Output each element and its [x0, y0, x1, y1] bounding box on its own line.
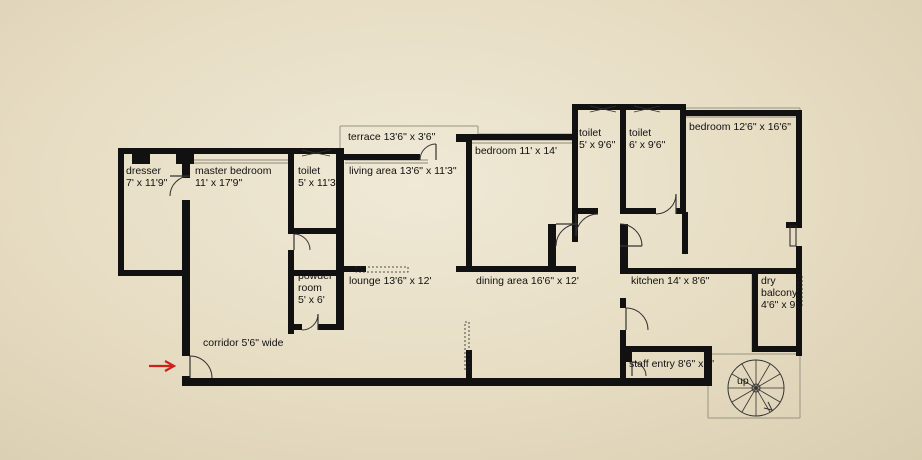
label-toilet-3: toilet [629, 127, 651, 139]
walls [118, 104, 802, 386]
label-dry-balcony-size: 4'6" x 9' [761, 299, 797, 311]
label-stair-up: up [737, 375, 749, 387]
label-toilet-2: toilet [579, 127, 601, 139]
label-dry-balcony: dry [761, 275, 776, 287]
label-living-area: living area 13'6" x 11'3" [349, 165, 457, 177]
label-dresser-size: 7' x 11'9" [126, 177, 168, 189]
label-master-bedroom: master bedroom [195, 165, 272, 177]
label-terrace: terrace 13'6" x 3'6" [348, 131, 436, 143]
label-kitchen: kitchen 14' x 8'6" [631, 275, 710, 287]
label-powder-room-2: room [298, 282, 322, 294]
label-corridor: corridor 5'6" wide [203, 337, 284, 349]
label-bedroom-3: bedroom 12'6" x 16'6" [689, 121, 791, 133]
spiral-staircase-icon [727, 359, 785, 417]
label-powder-room-size: 5' x 6' [298, 294, 325, 306]
label-lounge: lounge 13'6" x 12' [349, 275, 431, 287]
hatch-marks [301, 105, 803, 371]
label-dresser: dresser [126, 165, 162, 177]
entry-arrow-icon [149, 360, 177, 372]
label-toilet-1: toilet [298, 165, 320, 177]
label-dry-balcony-2: balcony [761, 287, 798, 299]
doors [169, 143, 677, 379]
label-powder-room: powder [298, 270, 333, 282]
label-toilet-1-size: 5' x 11'3" [298, 177, 340, 189]
label-bedroom-2: bedroom 11' x 14' [475, 145, 557, 157]
label-toilet-2-size: 5' x 9'6" [579, 139, 616, 151]
label-staff-entry: staff entry 8'6" x 3' [629, 358, 714, 370]
label-toilet-3-size: 6' x 9'6" [629, 139, 666, 151]
label-dining-area: dining area 16'6" x 12' [476, 275, 579, 287]
label-master-bedroom-size: 11' x 17'9" [195, 177, 243, 189]
